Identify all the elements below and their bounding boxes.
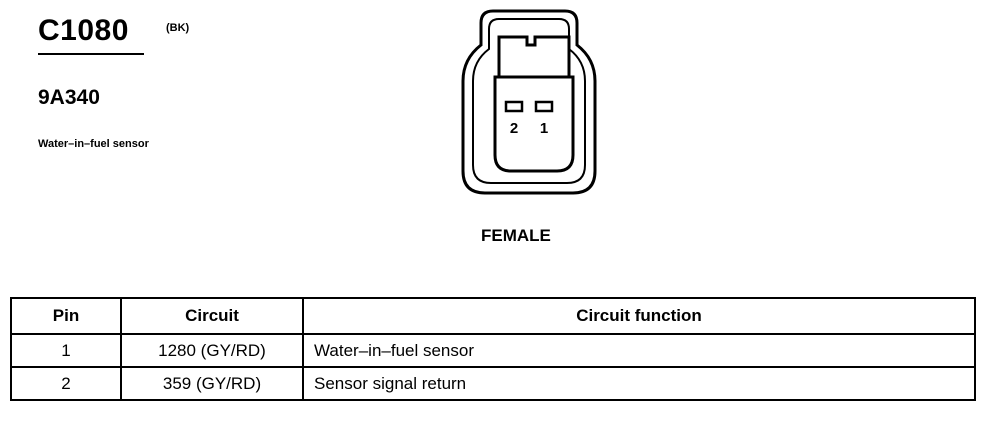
connector-id-underline <box>38 53 144 55</box>
pin-1-terminal <box>534 100 554 113</box>
cell-circuit-function: Sensor signal return <box>302 366 976 401</box>
connector-gender: FEMALE <box>481 226 551 245</box>
connector-inner-shell <box>472 18 586 184</box>
pin-2-label: 2 <box>510 120 518 137</box>
connector-outer-shell <box>461 9 597 195</box>
header-circuit: Circuit <box>120 297 304 335</box>
connector-color-code: (BK) <box>166 22 190 34</box>
header-circuit-function: Circuit function <box>302 297 976 335</box>
cell-pin: 1 <box>10 333 122 368</box>
table-row: 1 1280 (GY/RD) Water–in–fuel sensor <box>10 333 976 368</box>
table-header-row: Pin Circuit Circuit function <box>10 297 976 335</box>
table-row: 2 359 (GY/RD) Sensor signal return <box>10 366 976 401</box>
cell-circuit: 1280 (GY/RD) <box>120 333 304 368</box>
cell-circuit-function: Water–in–fuel sensor <box>302 333 976 368</box>
component-description: Water–in–fuel sensor <box>38 138 149 150</box>
header-pin: Pin <box>10 297 122 335</box>
connector-pin-cavity <box>493 75 575 173</box>
part-number: 9A340 <box>38 86 100 109</box>
pin-1-label: 1 <box>540 120 548 137</box>
connector-face-drawing: 2 1 <box>461 9 597 195</box>
connector-locking-tab <box>497 35 571 79</box>
pin-2-terminal <box>504 100 524 113</box>
pin-circuit-table: Pin Circuit Circuit function 1 1280 (GY/… <box>10 297 976 401</box>
cell-circuit: 359 (GY/RD) <box>120 366 304 401</box>
connector-id: C1080 <box>38 14 129 47</box>
cell-pin: 2 <box>10 366 122 401</box>
